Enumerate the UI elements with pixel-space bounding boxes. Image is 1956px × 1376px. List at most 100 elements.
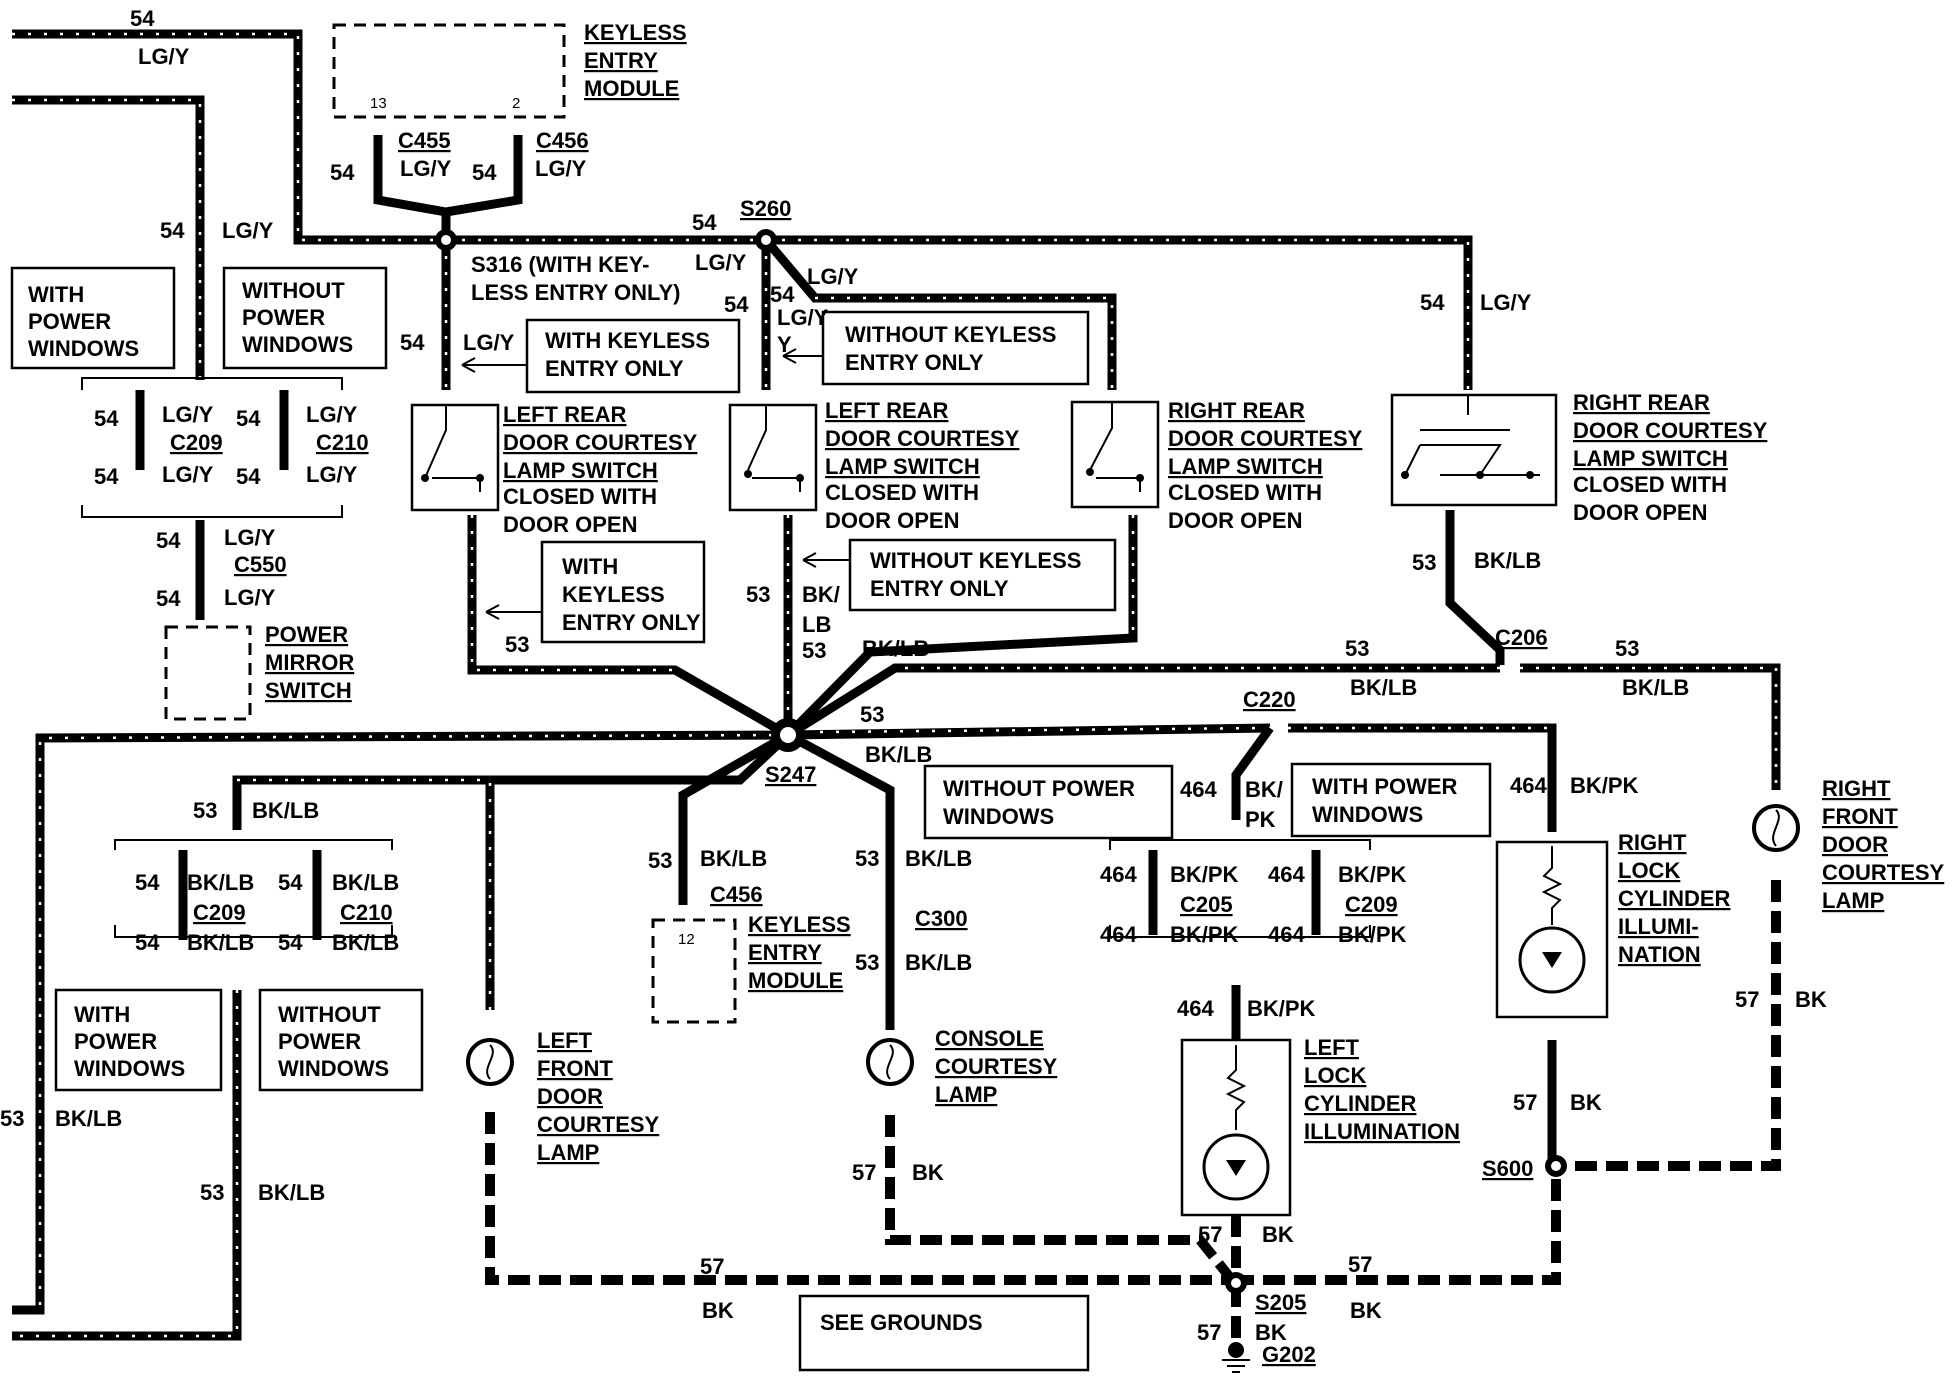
right-lock-title: RIGHT — [1618, 830, 1687, 855]
option-text: WITH — [28, 282, 84, 307]
switch-note: CLOSED WITH — [1573, 472, 1727, 497]
wire-53-rr2 — [785, 510, 1505, 739]
power-mirror-switch-title: MIRROR — [265, 650, 354, 675]
wire-label: LG/Y — [306, 402, 358, 427]
option-with-power-windows-1 — [10, 266, 176, 370]
wire-label: LB — [802, 612, 831, 637]
wire-label: LG/Y — [400, 156, 452, 181]
connector-label: C456 — [536, 128, 589, 153]
wire-label: 53 — [200, 1180, 224, 1205]
option-without-power-windows-2 — [923, 764, 1174, 840]
wire-label: LG/Y — [224, 585, 276, 610]
connector-label: S205 — [1255, 1290, 1306, 1315]
right-front-door-courtesy-lamp — [1752, 804, 1800, 852]
option-text: POWER — [278, 1029, 361, 1054]
wire-label: 54 — [94, 464, 119, 489]
switch-note: CLOSED WITH — [825, 480, 979, 505]
option-text: POWER — [242, 305, 325, 330]
wire-label: 464 — [1100, 862, 1137, 887]
wire-label: BK/ — [802, 582, 840, 607]
left-front-door-courtesy-lamp — [466, 1038, 514, 1086]
wire-label: 53 — [1345, 636, 1369, 661]
wire-label: BK — [1255, 1320, 1287, 1345]
wire-53-keyless — [678, 731, 791, 905]
wire-57-right — [1232, 1166, 1561, 1285]
wire-label: 54 — [1420, 290, 1445, 315]
wire-label: 57 — [1197, 1320, 1221, 1345]
left-lock-title: ILLUMINATION — [1304, 1119, 1460, 1144]
option-text: WINDOWS — [943, 804, 1054, 829]
option-without-keyless-entry-1 — [821, 310, 1090, 386]
right-front-lamp-title: FRONT — [1822, 804, 1898, 829]
wire-53-rr1 — [784, 515, 1138, 739]
wire-label: 57 — [1348, 1252, 1372, 1277]
connector-label: G202 — [1262, 1342, 1316, 1367]
keyless-entry-module-bottom — [651, 918, 737, 1024]
left-front-lamp-title: LEFT — [537, 1028, 593, 1053]
right-front-lamp-title: RIGHT — [1822, 776, 1891, 801]
keyless-entry-module-title: KEYLESS — [748, 912, 851, 937]
wire-s260-rr — [762, 237, 1117, 390]
connector-brackets — [81, 377, 1371, 938]
rr-switch-title: DOOR COURTESY — [1573, 418, 1768, 443]
connector-label: C209 — [170, 430, 223, 455]
switch-note: DOOR OPEN — [1168, 508, 1302, 533]
right-lock-title: ILLUMI- — [1618, 914, 1699, 939]
wire-label: BK — [1795, 987, 1827, 1012]
keyless-entry-module-title: MODULE — [584, 76, 679, 101]
wire-label: BK — [1262, 1222, 1294, 1247]
wire-label: BK/PK — [1338, 862, 1407, 887]
option-with-power-windows-2 — [1290, 762, 1492, 838]
wire-464-c205-c209 — [1148, 850, 1321, 1040]
ground-wires — [485, 880, 1781, 1350]
left-rear-switch-1 — [410, 403, 500, 512]
connector-label: C456 — [710, 882, 763, 907]
wire-label: 464 — [1268, 862, 1305, 887]
wire-label: BK/LB — [1350, 675, 1417, 700]
lr-switch-title: LEFT REAR — [503, 402, 627, 427]
left-front-lamp-title: LAMP — [537, 1140, 599, 1165]
wire-label: 53 — [860, 702, 884, 727]
wire-label: 57 — [852, 1160, 876, 1185]
connector-label: C550 — [234, 552, 287, 577]
option-text: WITH POWER — [1312, 774, 1458, 799]
connector-label: C206 — [1495, 625, 1548, 650]
wire-label: 57 — [700, 1254, 724, 1279]
connector-label: C210 — [340, 900, 393, 925]
left-lock-title: LOCK — [1304, 1063, 1366, 1088]
wire-label: 54 — [472, 160, 497, 185]
console-courtesy-lamp — [866, 1038, 914, 1086]
option-text: WITHOUT — [278, 1002, 381, 1027]
option-text: WINDOWS — [242, 332, 353, 357]
wire-label: 54 — [770, 282, 795, 307]
wire-57-lf — [485, 1112, 1232, 1285]
connector-label: C210 — [316, 430, 369, 455]
wire-label: LG/Y — [535, 156, 587, 181]
wire-label: 54 — [130, 6, 155, 31]
wire-label: LG/Y — [162, 462, 214, 487]
connector-label: S247 — [765, 762, 816, 787]
wire-label: 53 — [855, 950, 879, 975]
option-text: WITHOUT POWER — [943, 776, 1135, 801]
option-text: POWER — [28, 309, 111, 334]
wire-label: 53 — [0, 1106, 24, 1131]
wire-label: LG/Y — [138, 44, 190, 69]
wire-label: BK/PK — [1570, 773, 1639, 798]
option-text: WINDOWS — [74, 1056, 185, 1081]
rr-switch-title: DOOR COURTESY — [1168, 426, 1363, 451]
wire-label: BK — [912, 1160, 944, 1185]
connector-label: C209 — [193, 900, 246, 925]
switch-note: DOOR OPEN — [825, 508, 959, 533]
wire-label: BK/PK — [1247, 996, 1316, 1021]
wire-label: BK/LB — [1622, 675, 1689, 700]
option-text: WINDOWS — [278, 1056, 389, 1081]
wire-label: 53 — [648, 848, 672, 873]
wire-label: 53 — [746, 582, 770, 607]
power-mirror-switch-title: POWER — [265, 622, 348, 647]
left-lock-title: LEFT — [1304, 1035, 1360, 1060]
option-text: ENTRY ONLY — [545, 356, 684, 381]
wire-label: 54 — [160, 218, 185, 243]
see-grounds-box[interactable] — [798, 1294, 1090, 1372]
